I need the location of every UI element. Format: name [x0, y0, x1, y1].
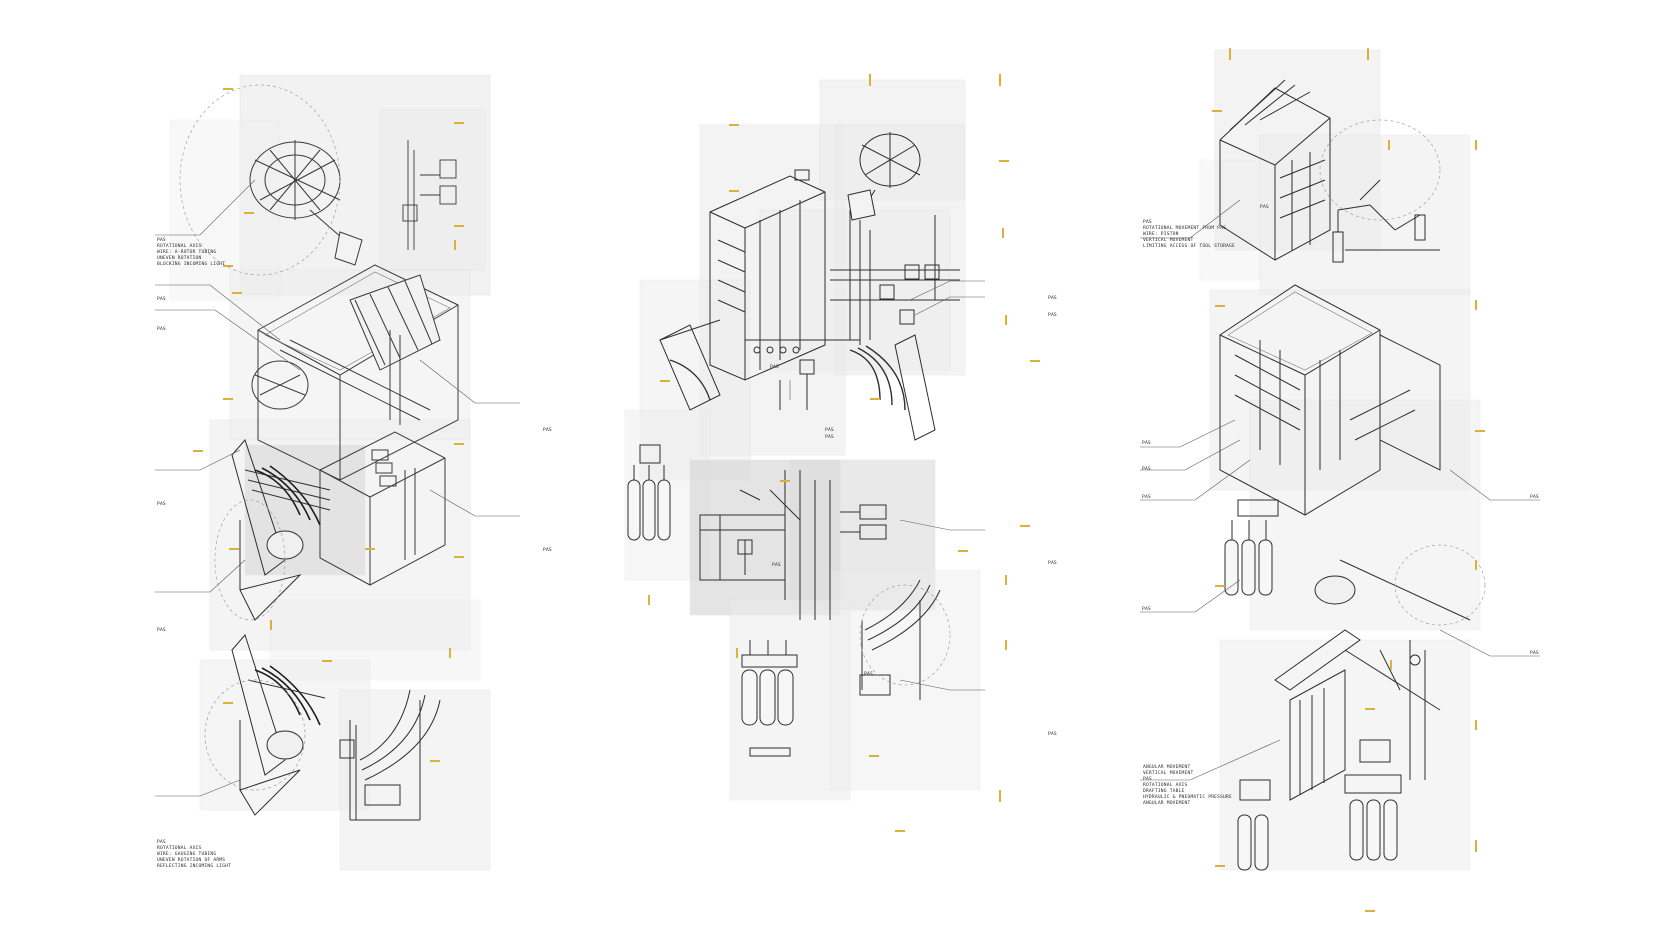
left-main-cube [251, 264, 459, 481]
annotation-line: BLOCKING INCOMING LIGHT [157, 262, 226, 267]
left-yellow-markers [193, 88, 464, 762]
callout-label: PAS [770, 365, 779, 370]
right-column-drawing [1140, 48, 1540, 912]
right-piston-assembly [1332, 179, 1440, 263]
callout-label: PAS [1260, 205, 1269, 210]
callout-label: PAS [157, 628, 166, 633]
right-main-cube [1219, 284, 1441, 516]
left-bottom-assembly [204, 634, 441, 821]
right-dashed-arcs [1319, 119, 1486, 626]
right-yellow-markers [1212, 48, 1485, 912]
right-bottom-cylinders [1237, 774, 1402, 871]
annotation-line: UNEVEN ROTATION OF ARMS [157, 858, 226, 863]
annotation-line: VERTICAL MOVEMENT [1143, 771, 1194, 776]
left-dashed-arcs [179, 84, 341, 621]
callout-label: PAS [825, 428, 834, 433]
callout-label: PAS [157, 297, 166, 302]
left-leaders [155, 179, 520, 797]
annotation-line: ROTATIONAL AXIS [157, 244, 202, 249]
callout-label: PAS [1530, 651, 1539, 656]
annotation-line: ANGULAR MOVEMENT [1143, 801, 1191, 806]
callout-label: PAS [1142, 441, 1151, 446]
annotation-line: ROTATIONAL MOVEMENT FROM PAS [1143, 226, 1227, 231]
annotation-line: PAS [157, 238, 166, 243]
left-panels [169, 74, 491, 871]
annotation-line: VERTICAL MOVEMENT [1143, 238, 1194, 243]
center-rotor-icon [847, 132, 921, 221]
callout-label: PAS [1530, 495, 1539, 500]
right-cylinders-icon [1224, 499, 1279, 596]
annotation-right-top: PAS ROTATIONAL MOVEMENT FROM PAS WIRE: P… [1143, 220, 1235, 250]
center-lower-machine [699, 470, 887, 620]
callout-label: PAS [1142, 495, 1151, 500]
center-top-machine [709, 169, 960, 410]
center-bottom-cylinders [741, 640, 798, 757]
annotation-line: PAS [1143, 220, 1152, 225]
callout-label: PAS [157, 502, 166, 507]
annotation-line: UNEVEN ROTATION [157, 256, 202, 261]
callout-label: PAS [1048, 732, 1057, 737]
annotation-line: ROTATIONAL AXIS [157, 846, 202, 851]
center-arm-assembly [859, 579, 951, 700]
annotation-line: WIRE: PISTON [1143, 232, 1179, 237]
annotation-left-bottom: PAS ROTATIONAL AXIS WIRE: GAUGING TUBING… [157, 840, 231, 870]
left-lower-cube [319, 431, 446, 586]
annotation-line: DRAFTING TABLE [1143, 789, 1185, 794]
callout-label: PAS [543, 548, 552, 553]
annotation-line: LIMITING ACCESS OF TOOL STORAGE [1143, 244, 1235, 249]
annotation-line: HYDRAULIC & PNEUMATIC PRESSURE [1143, 795, 1232, 800]
callout-label: PAS [1048, 561, 1057, 566]
center-column-drawing [624, 74, 1040, 832]
valve-assembly [402, 140, 457, 250]
annotation-line: ANGULAR MOVEMENT [1143, 765, 1191, 770]
annotation-line: REFLECTING INCOMING LIGHT [157, 864, 232, 869]
callout-label: PAS [864, 672, 873, 677]
center-leaders [789, 280, 985, 691]
right-drafting-table [1274, 559, 1471, 801]
right-top-shelf [1219, 79, 1331, 261]
right-leaders [1140, 199, 1540, 781]
annotation-left-top: PAS ROTATIONAL AXIS WIRE: A-ROTOR TUBING… [157, 238, 225, 268]
left-column-drawing [155, 74, 520, 871]
annotation-line: WIRE: A-ROTOR TUBING [157, 250, 217, 255]
center-reflectors [659, 319, 936, 441]
callout-label: PAS [1048, 296, 1057, 301]
callout-label: PAS [157, 327, 166, 332]
callout-label: PAS [772, 563, 781, 568]
callout-label: PAS [1142, 607, 1151, 612]
gas-cylinder-icon [627, 444, 671, 541]
center-yellow-markers [648, 74, 1040, 832]
center-panels [624, 79, 981, 801]
callout-label: PAS [543, 428, 552, 433]
annotation-line: WIRE: GAUGING TUBING [157, 852, 217, 857]
callout-label: PAS [1142, 467, 1151, 472]
annotation-line: ROTATIONAL AXIS [1143, 783, 1188, 788]
annotation-right-bottom: ANGULAR MOVEMENT VERTICAL MOVEMENT PAS R… [1143, 765, 1232, 807]
callout-label: PAS [825, 435, 834, 440]
annotation-line: PAS [157, 840, 166, 845]
callout-label: PAS [1048, 313, 1057, 318]
reflector-frame [231, 439, 331, 621]
annotation-line: PAS [1143, 777, 1152, 782]
